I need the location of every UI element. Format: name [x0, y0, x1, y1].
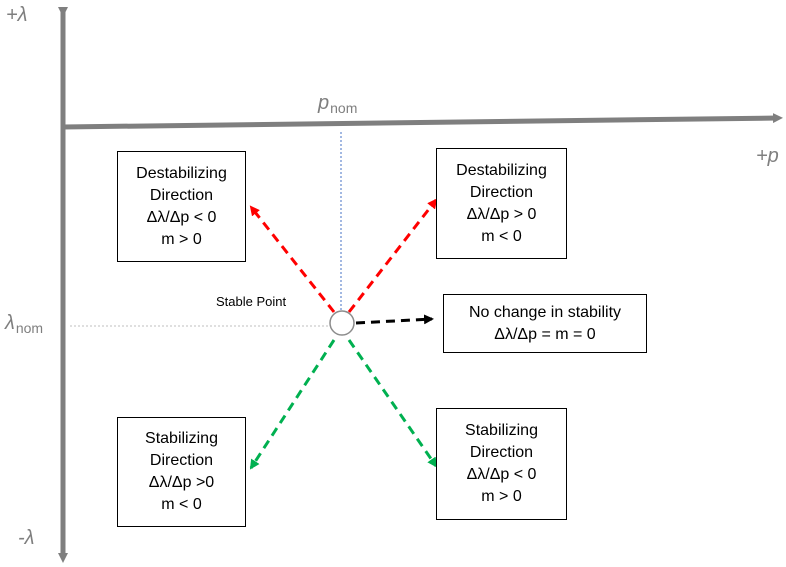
p-nom-label: pnom	[318, 92, 358, 116]
destabilizing-arrow-left	[249, 205, 336, 313]
box-line: Direction	[149, 186, 214, 204]
box-line: Δλ/Δp < 0	[466, 466, 537, 483]
stabilizing-box-right: Stabilizing Direction Δλ/Δp < 0 m > 0	[436, 408, 567, 520]
p-plus-label: +p	[756, 145, 779, 167]
box-line: Direction	[149, 452, 214, 469]
box-line: Stabilizing	[465, 422, 538, 439]
box-line: Δλ/Δp = m = 0	[494, 325, 596, 343]
destabilizing-box-left: Destabilizing Direction Δλ/Δp < 0 m > 0	[117, 151, 246, 262]
stabilizing-arrow-right	[347, 339, 438, 468]
lambda-minus-label: -λ	[18, 527, 35, 549]
no-change-box: No change in stability Δλ/Δp = m = 0	[443, 294, 647, 353]
box-line: Direction	[469, 444, 534, 461]
destabilizing-arrow-right	[347, 198, 438, 313]
box-line: Δλ/Δp < 0	[146, 208, 217, 226]
lambda-plus-label: +λ	[6, 4, 28, 26]
box-line: m < 0	[481, 227, 522, 245]
box-line: Stabilizing	[145, 430, 218, 447]
lambda-nom-label: λnom	[5, 312, 44, 336]
stabilizing-box-left: Stabilizing Direction Δλ/Δp >0 m < 0	[117, 417, 246, 527]
box-line: Destabilizing	[456, 161, 547, 179]
stable-point-label: Stable Point	[216, 294, 287, 309]
stabilizing-arrow-left	[249, 339, 336, 470]
box-line: m > 0	[481, 488, 522, 505]
box-line: Δλ/Δp >0	[148, 474, 215, 491]
stable-point-marker	[329, 310, 355, 336]
destabilizing-box-right: Destabilizing Direction Δλ/Δp > 0 m < 0	[436, 148, 567, 259]
box-line: Direction	[469, 183, 534, 201]
box-line: Destabilizing	[136, 164, 227, 182]
box-line: No change in stability	[468, 303, 622, 321]
p-axis	[62, 113, 783, 130]
box-line: m < 0	[161, 496, 202, 513]
no-change-arrow	[355, 314, 434, 325]
box-line: m > 0	[161, 230, 202, 248]
box-line: Δλ/Δp > 0	[466, 205, 537, 223]
